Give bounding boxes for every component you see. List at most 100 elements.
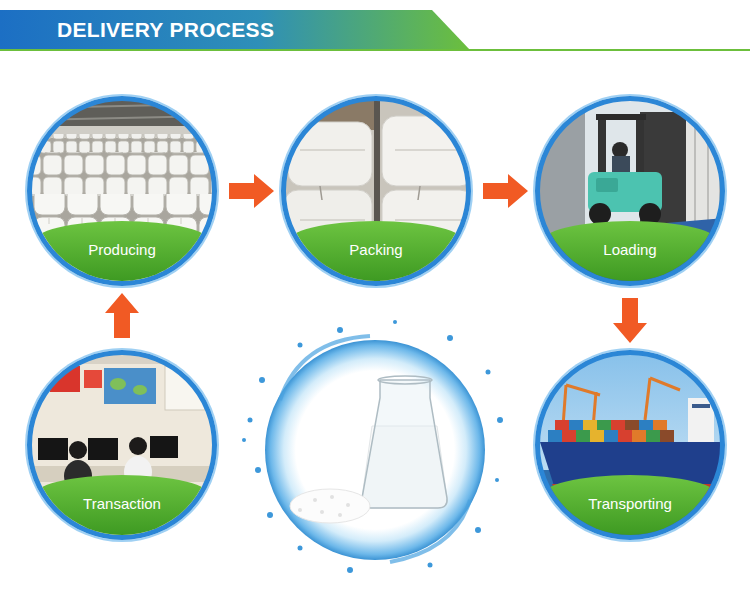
- product-illustration-part: [330, 495, 334, 499]
- product-illustration-part: [337, 327, 343, 333]
- product-illustration-part: [362, 380, 447, 508]
- office-photo-part: [38, 438, 68, 460]
- product-illustration-part: [242, 438, 246, 442]
- ship-photo-part: [583, 420, 597, 430]
- ship-photo-part: [625, 420, 639, 430]
- ship-photo-part: [590, 430, 604, 442]
- product-illustration-part: [248, 418, 253, 423]
- warehouse-photo-part: [27, 134, 217, 154]
- office-photo-part: [84, 370, 102, 388]
- product-illustration-part: [495, 478, 499, 482]
- product-illustration-part: [497, 417, 503, 423]
- product-illustration-part: [346, 503, 350, 507]
- flow-arrow: [483, 174, 528, 208]
- label-band: Loading: [540, 221, 720, 281]
- loading-photo-part: [535, 96, 725, 286]
- ship-photo-part: [569, 420, 583, 430]
- ship-photo-part: [645, 378, 650, 420]
- office-photo-part: [27, 350, 217, 540]
- ship-photo: [535, 350, 725, 540]
- label-band: Producing: [32, 221, 212, 281]
- product-illustration-part: [280, 336, 370, 400]
- flow-arrow: [229, 174, 274, 208]
- product-illustration: [242, 320, 503, 573]
- product-illustration-part: [313, 498, 317, 502]
- warehouse-photo: [27, 96, 217, 286]
- product-illustration-part: [393, 320, 397, 324]
- product-illustration-part: [259, 377, 265, 383]
- loading-photo-part: [694, 100, 696, 240]
- packing-photo-part: [288, 122, 372, 186]
- office-photo: [27, 350, 217, 540]
- diagram-title: DELIVERY PROCESS: [57, 18, 274, 42]
- product-illustration-part: [486, 370, 491, 375]
- product-illustration-part: [390, 500, 470, 562]
- product-illustration-part: [298, 343, 303, 348]
- warehouse-photo-part: [27, 104, 217, 108]
- packing-photo-part: [382, 116, 474, 186]
- title-banner-part: [0, 49, 750, 51]
- loading-photo-part: [596, 178, 618, 192]
- step-label: Producing: [32, 241, 212, 259]
- ship-photo-part: [653, 420, 667, 430]
- loading-photo-part: [535, 96, 585, 236]
- process-circle: Producing: [27, 96, 217, 286]
- ship-photo-part: [632, 430, 646, 442]
- product-illustration-part: [298, 546, 303, 551]
- ship-photo-part: [692, 404, 710, 408]
- ship-photo-part: [604, 430, 618, 442]
- title-banner: [0, 10, 750, 51]
- product-illustration-part: [290, 489, 370, 523]
- loading-photo-part: [707, 100, 709, 240]
- product-illustration-part: [265, 340, 485, 560]
- step-label: Transporting: [540, 495, 720, 513]
- packing-photo: [281, 96, 474, 286]
- product-illustration-part: [378, 376, 432, 384]
- step-label: Transaction: [32, 495, 212, 513]
- flow-arrow: [105, 293, 139, 338]
- ship-photo-part: [597, 420, 611, 430]
- process-circle: Transporting: [535, 350, 725, 540]
- packing-photo-part: [300, 149, 365, 151]
- process-circle: Loading: [535, 96, 725, 286]
- packing-photo-part: [395, 219, 465, 221]
- process-circle: Transaction: [27, 350, 217, 540]
- office-photo-part: [110, 378, 126, 390]
- office-photo-part: [165, 366, 205, 410]
- ship-photo-part: [548, 430, 562, 442]
- warehouse-photo-part: [27, 96, 217, 286]
- step-label: Packing: [286, 241, 466, 259]
- office-photo-part: [88, 438, 118, 460]
- office-photo-part: [104, 368, 156, 404]
- product-illustration-part: [298, 508, 302, 512]
- label-band: Transporting: [540, 475, 720, 535]
- title-banner-part: [0, 10, 470, 50]
- product-illustration-part: [475, 527, 481, 533]
- process-circle: Packing: [281, 96, 471, 286]
- product-illustration-part: [255, 467, 261, 473]
- ship-photo-part: [618, 430, 632, 442]
- office-photo-part: [133, 385, 147, 395]
- flow-arrow: [613, 298, 647, 343]
- ship-photo-part: [660, 430, 674, 442]
- ship-photo-part: [639, 420, 653, 430]
- product-illustration-part: [267, 512, 273, 518]
- office-photo-part: [129, 437, 147, 455]
- office-photo-part: [150, 436, 178, 458]
- ship-photo-part: [562, 430, 576, 442]
- product-illustration-part: [338, 513, 342, 517]
- loading-photo-part: [686, 100, 726, 240]
- ship-photo-part: [688, 398, 714, 442]
- ship-photo-part: [611, 420, 625, 430]
- office-photo-part: [50, 366, 80, 392]
- step-label: Loading: [540, 241, 720, 259]
- loading-photo-part: [612, 142, 628, 158]
- product-illustration-part: [347, 567, 353, 573]
- packing-photo-part: [320, 186, 322, 200]
- ship-photo-part: [650, 378, 680, 390]
- ship-photo-part: [576, 430, 590, 442]
- loading-photo-part: [596, 114, 646, 120]
- warehouse-photo-part: [27, 152, 217, 196]
- ship-photo-part: [646, 430, 660, 442]
